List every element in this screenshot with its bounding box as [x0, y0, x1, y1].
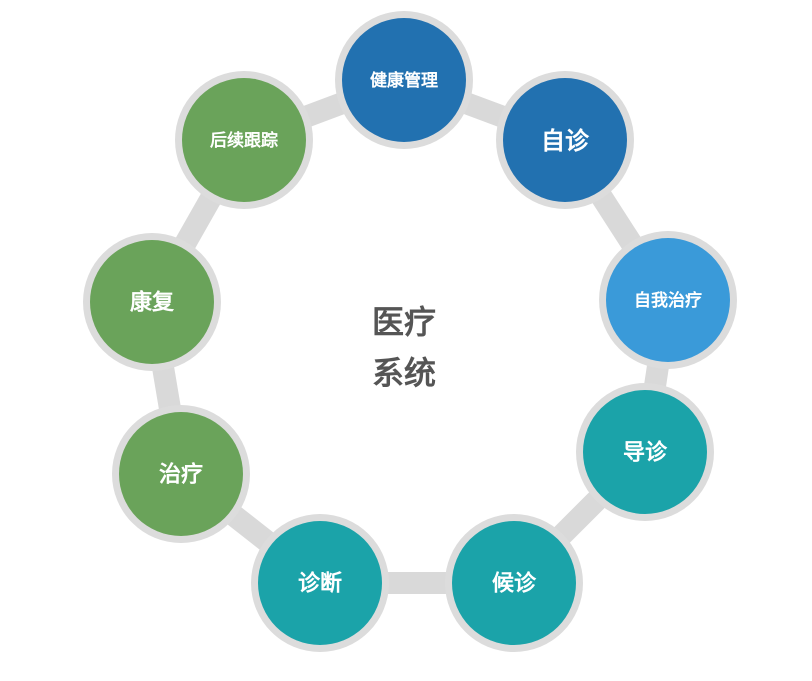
- node-circle: [182, 78, 306, 202]
- node-diagnosis: 诊断: [251, 514, 389, 652]
- node-circle: [342, 18, 466, 142]
- node-label: 自我治疗: [634, 290, 702, 311]
- node-label: 候诊: [492, 571, 537, 597]
- node-guided-diagnosis: 导诊: [576, 383, 714, 521]
- node-circle: [90, 240, 214, 364]
- node-label: 导诊: [623, 440, 668, 466]
- node-label: 健康管理: [370, 70, 438, 91]
- node-circle: [452, 521, 576, 645]
- node-treatment: 治疗: [112, 405, 250, 543]
- node-circle: [258, 521, 382, 645]
- node-circle: [503, 78, 627, 202]
- node-label: 康复: [130, 290, 175, 316]
- node-health-management: 健康管理: [335, 11, 473, 149]
- node-waiting: 候诊: [445, 514, 583, 652]
- node-circle: [606, 238, 730, 362]
- node-label: 诊断: [298, 571, 342, 597]
- node-circle: [119, 412, 243, 536]
- center-label-line2: 系统: [372, 354, 436, 392]
- node-label: 治疗: [159, 462, 203, 488]
- cycle-ring-path: [141, 69, 679, 594]
- node-label: 后续跟踪: [210, 130, 278, 151]
- node-circle: [583, 390, 707, 514]
- node-self-treatment: 自我治疗: [599, 231, 737, 369]
- node-label: 自诊: [541, 127, 590, 155]
- center-label-group: 医疗 系统: [372, 303, 436, 392]
- node-self-diagnosis: 自诊: [496, 71, 634, 209]
- node-follow-up: 后续跟踪: [175, 71, 313, 209]
- center-label-line1: 医疗: [372, 303, 436, 341]
- cycle-ring: [141, 69, 679, 594]
- node-rehabilitation: 康复: [83, 233, 221, 371]
